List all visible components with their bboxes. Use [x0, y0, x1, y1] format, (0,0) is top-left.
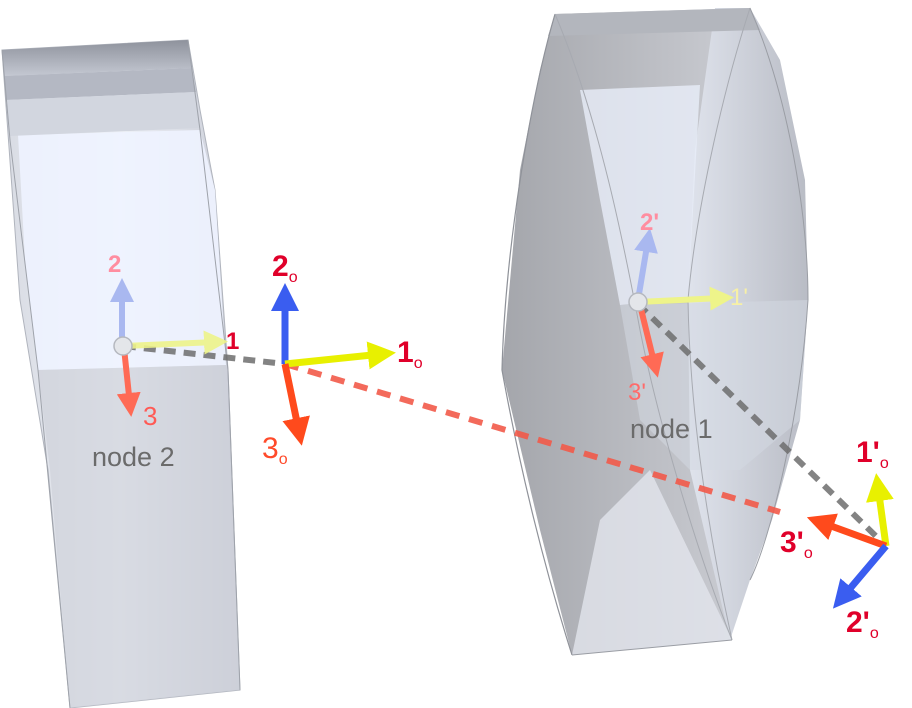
node1-offset-axis2-label: 2'o: [846, 606, 879, 642]
node2-offset-axis3-label: 3o: [262, 432, 288, 468]
node2-label: node 2: [92, 442, 175, 472]
node1-axis3-label: 3': [628, 379, 646, 406]
node1-offset-frame: 1'o 3'o 2'o: [780, 436, 894, 642]
link-node1-offset: [635, 301, 888, 548]
node2-origin-sphere: [113, 336, 133, 356]
node2-axis3-label: 3: [143, 401, 157, 431]
node2-axis1-arrow: [123, 330, 228, 355]
node2-offset-axis1-arrow: [284, 341, 396, 370]
node1-offset-axis1-arrow: [866, 473, 894, 547]
right-beam-body: [501, 7, 809, 656]
node1-axis3-arrow: [637, 304, 664, 378]
node2-axis3-arrow: [116, 347, 141, 417]
node1-label: node 1: [630, 414, 713, 444]
node1-offset-axis1-label: 1'o: [856, 436, 889, 472]
node1-offset-axis2-arrow: [832, 543, 889, 609]
node2-local-frame: 1 2 3: [108, 251, 239, 431]
offset-links: [123, 301, 888, 548]
node2-axis1-label: 1: [226, 328, 239, 355]
node1-axis2-label: 2': [640, 209, 659, 236]
left-beam-body: [1, 39, 241, 708]
link-node2-offset: [123, 343, 286, 367]
node2-axis2-label: 2: [108, 251, 121, 278]
node1-local-frame: 1' 2' 3': [628, 209, 748, 406]
node1-axis2-arrow: [634, 228, 658, 301]
node2-offset-axis2-label: 2o: [272, 250, 298, 286]
node1-axis1-arrow: [637, 286, 734, 311]
node1-origin-sphere: [628, 292, 648, 312]
node2-offset-axis3-arrow: [281, 363, 310, 446]
node1-offset-axis3-label: 3'o: [780, 526, 813, 562]
node2-offset-axis1-label: 1o: [397, 336, 423, 372]
node1-offset-axis3-arrow: [806, 513, 888, 550]
node2-offset-frame: 2o 1o 3o: [262, 250, 423, 468]
node1-axis1-label: 1': [730, 284, 748, 311]
